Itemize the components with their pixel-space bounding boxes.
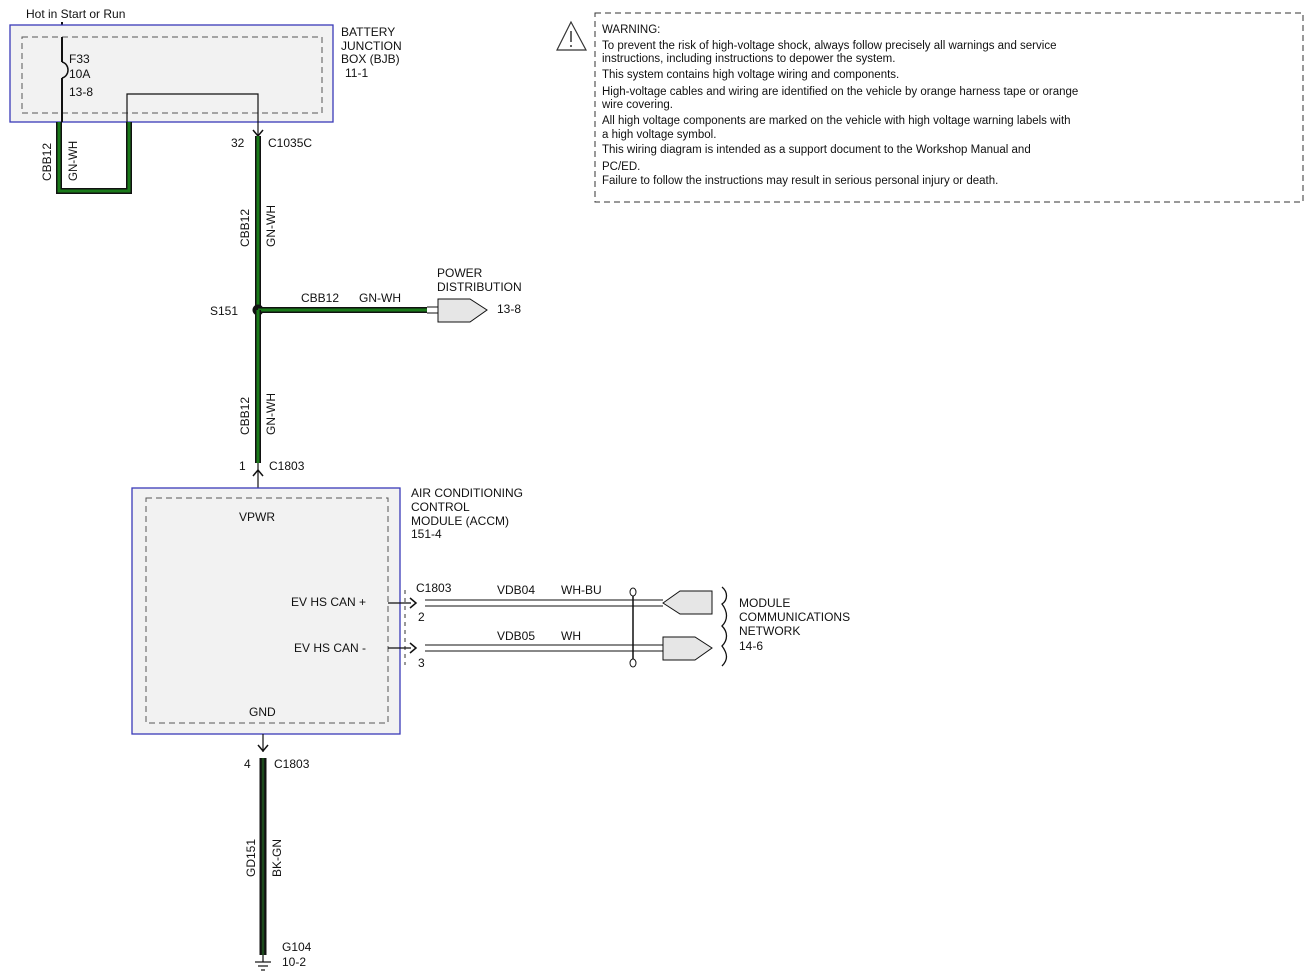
upper-wire-color-label: GN-WH [264, 205, 278, 247]
warning-line-4: High-voltage cables and wiring are ident… [602, 86, 1078, 98]
network-title-line-3: NETWORK [739, 624, 800, 638]
warning-text: WARNING: To prevent the risk of high-vol… [601, 24, 1078, 187]
bjb-title-ref: 11-1 [345, 66, 368, 80]
c1803-gnd-pin-label: 4 [244, 757, 251, 771]
ground-symbol-icon [255, 955, 271, 971]
network-title-line-2: COMMUNICATIONS [739, 610, 850, 624]
splice-label: S151 [210, 304, 238, 318]
ground-wire-color-label: BK-GN [270, 839, 284, 877]
warning-line-3: This system contains high voltage wiring… [602, 69, 899, 81]
fuse-f33[interactable] [61, 37, 69, 122]
branch-wire[interactable] [258, 306, 438, 314]
network-title-line-1: MODULE [739, 596, 790, 610]
c1803-can-name-label: C1803 [416, 581, 452, 595]
bjb-internal-wire [126, 93, 259, 122]
ground-wire-circuit-label: GD151 [244, 839, 258, 877]
accm-title-ref: 151-4 [411, 527, 442, 541]
accm-pin-gnd: GND [249, 705, 276, 719]
can-plus-circuit-label: VDB04 [497, 583, 535, 597]
warning-line-5: wire covering. [601, 99, 673, 111]
network-title: MODULE COMMUNICATIONS NETWORK 14-6 [739, 596, 850, 653]
ground-point-name: G104 [282, 940, 312, 954]
power-distribution-title-2: DISTRIBUTION [437, 280, 522, 294]
c1035c-pin-label: 32 [231, 136, 245, 150]
can-plus-color-label: WH-BU [561, 583, 602, 597]
c1803-power-pin-label: 1 [239, 459, 246, 473]
connector-c1803-gnd[interactable] [257, 734, 269, 753]
c1803-can-minus-pin: 3 [418, 656, 425, 670]
can-plus-network-connector[interactable] [662, 590, 713, 615]
bjb-loop-circuit-label: CBB12 [40, 143, 54, 181]
power-distribution-title-1: POWER [437, 266, 483, 280]
c1803-gnd-name-label: C1803 [274, 757, 310, 771]
fuse-id-label: F33 [69, 52, 90, 66]
warning-line-8: This wiring diagram is intended as a sup… [602, 144, 1031, 156]
network-ref: 14-6 [739, 639, 763, 653]
warning-line-1: To prevent the risk of high-voltage shoc… [602, 40, 1056, 52]
warning-line-2: instructions, including instructions to … [602, 53, 895, 65]
power-distribution-connector[interactable] [437, 298, 488, 323]
connector-c1803-can-plus[interactable] [388, 597, 418, 609]
accm-pin-can-plus: EV HS CAN + [291, 595, 366, 609]
warning-line-6: All high voltage components are marked o… [602, 115, 1071, 127]
bjb-title-line-2: JUNCTION [341, 39, 402, 53]
bjb-title: BATTERY JUNCTION BOX (BJB) 11-1 [341, 25, 402, 80]
warning-panel [594, 12, 1304, 203]
accm-title-line-2: CONTROL [411, 500, 470, 514]
accm-pin-vpwr: VPWR [239, 510, 275, 524]
can-minus-wire[interactable] [425, 644, 663, 652]
fuse-rating-label: 10A [69, 67, 90, 81]
upper-wire-circuit-label: CBB12 [238, 209, 252, 247]
ground-point-ref: 10-2 [282, 955, 306, 969]
warning-title: WARNING: [602, 24, 660, 36]
network-bracket [721, 586, 728, 667]
can-minus-color-label: WH [561, 629, 581, 643]
c1035c-name-label: C1035C [268, 136, 312, 150]
can-minus-circuit-label: VDB05 [497, 629, 535, 643]
connector-c1035c[interactable] [252, 122, 264, 138]
warning-line-7: a high voltage symbol. [602, 129, 716, 141]
accm-title-line-3: MODULE (ACCM) [411, 514, 509, 528]
can-minus-network-connector[interactable] [662, 636, 713, 661]
c1803-can-plus-pin: 2 [418, 610, 425, 624]
lower-wire-color-label: GN-WH [264, 393, 278, 435]
fuse-ref-label: 13-8 [69, 85, 93, 99]
power-distribution-ref: 13-8 [497, 302, 521, 316]
lower-wire-circuit-label: CBB12 [238, 397, 252, 435]
warning-line-10: Failure to follow the instructions may r… [602, 175, 998, 187]
branch-wire-color-label: GN-WH [359, 291, 401, 305]
bjb-loop-color-label: GN-WH [68, 141, 80, 181]
c1803-power-name-label: C1803 [269, 459, 305, 473]
bjb-title-line-1: BATTERY [341, 25, 395, 39]
power-source-label: Hot in Start or Run [26, 7, 125, 21]
accm-pin-can-minus: EV HS CAN - [294, 641, 366, 655]
can-plus-wire[interactable] [425, 599, 663, 607]
battery-junction-box[interactable] [9, 24, 334, 123]
accm-module[interactable] [131, 487, 401, 735]
accm-title: AIR CONDITIONING CONTROL MODULE (ACCM) 1… [411, 486, 523, 541]
warning-line-9: PC/ED. [602, 161, 640, 173]
accm-title-line-1: AIR CONDITIONING [411, 486, 523, 500]
bjb-loop-wire[interactable] [56, 122, 132, 194]
twisted-pair-marker [629, 587, 637, 668]
warning-icon [556, 20, 588, 51]
branch-wire-circuit-label: CBB12 [301, 291, 339, 305]
connector-c1803-can-minus[interactable] [388, 642, 418, 654]
bjb-title-line-3: BOX (BJB) [341, 52, 400, 66]
